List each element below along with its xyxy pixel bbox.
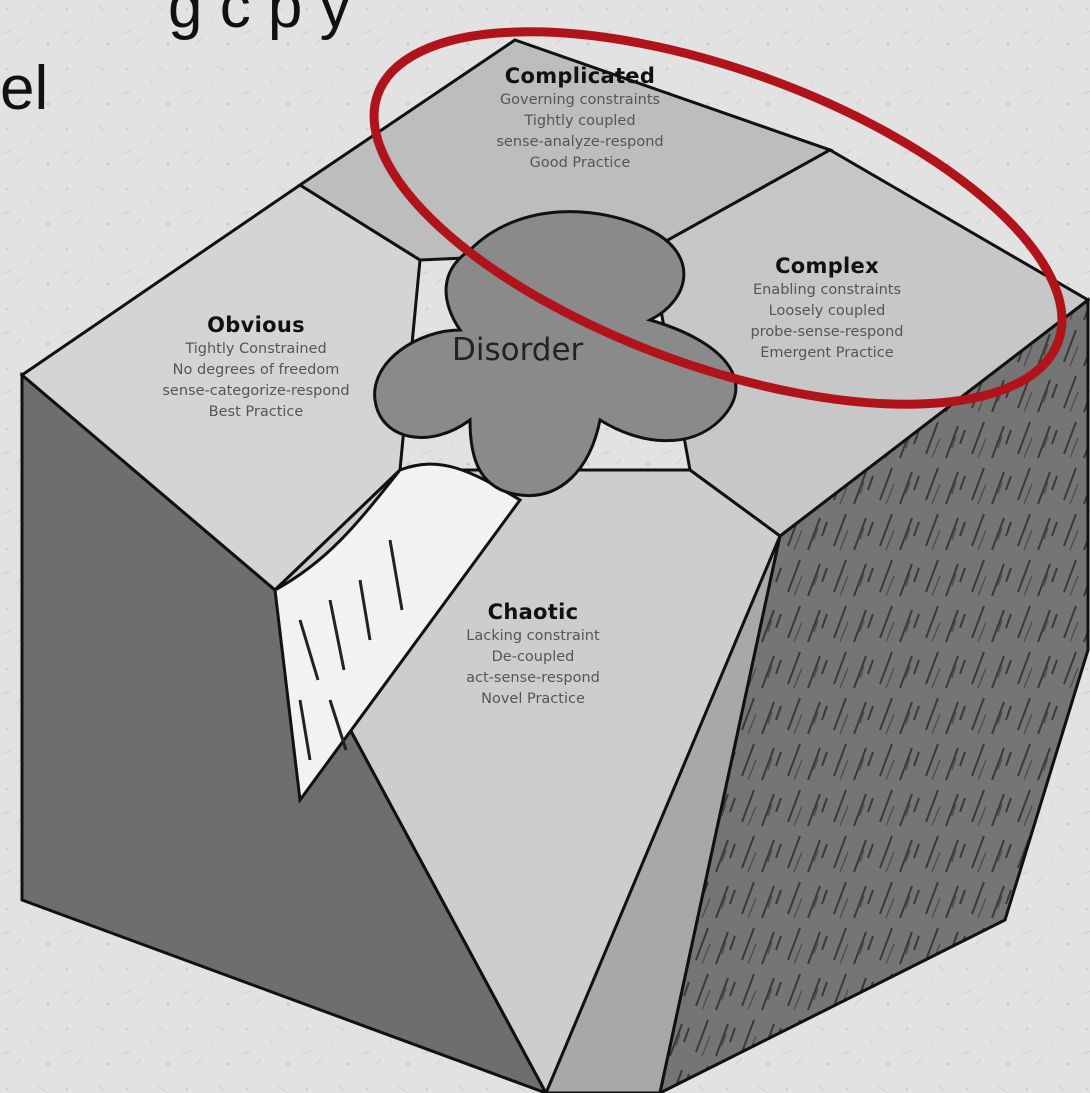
domain-line: Best Practice	[106, 402, 406, 423]
domain-line: No degrees of freedom	[106, 360, 406, 381]
domain-line: De-coupled	[398, 647, 668, 668]
slide-title-fragment: g c p y	[168, 0, 351, 38]
domain-name: Obvious	[106, 313, 406, 337]
domain-line: Good Practice	[430, 153, 730, 174]
domain-line: Loosely coupled	[692, 301, 962, 322]
slide-text-fragment: el	[0, 58, 48, 120]
domain-line: sense-analyze-respond	[430, 132, 730, 153]
domain-name: Chaotic	[398, 600, 668, 624]
domain-line: Tightly coupled	[430, 111, 730, 132]
disorder-label: Disorder	[452, 332, 583, 368]
domain-line: Governing constraints	[430, 90, 730, 111]
domain-line: act-sense-respond	[398, 668, 668, 689]
domain-line: Novel Practice	[398, 689, 668, 710]
domain-line: Lacking constraint	[398, 626, 668, 647]
domain-line: Emergent Practice	[692, 343, 962, 364]
domain-name: Complex	[692, 254, 962, 278]
domain-line: Tightly Constrained	[106, 339, 406, 360]
domain-obvious: Obvious Tightly Constrained No degrees o…	[106, 313, 406, 423]
domain-complicated: Complicated Governing constraints Tightl…	[430, 64, 730, 174]
domain-line: probe-sense-respond	[692, 322, 962, 343]
domain-chaotic: Chaotic Lacking constraint De-coupled ac…	[398, 600, 668, 710]
domain-complex: Complex Enabling constraints Loosely cou…	[692, 254, 962, 364]
domain-line: sense-categorize-respond	[106, 381, 406, 402]
domain-line: Enabling constraints	[692, 280, 962, 301]
domain-name: Complicated	[430, 64, 730, 88]
